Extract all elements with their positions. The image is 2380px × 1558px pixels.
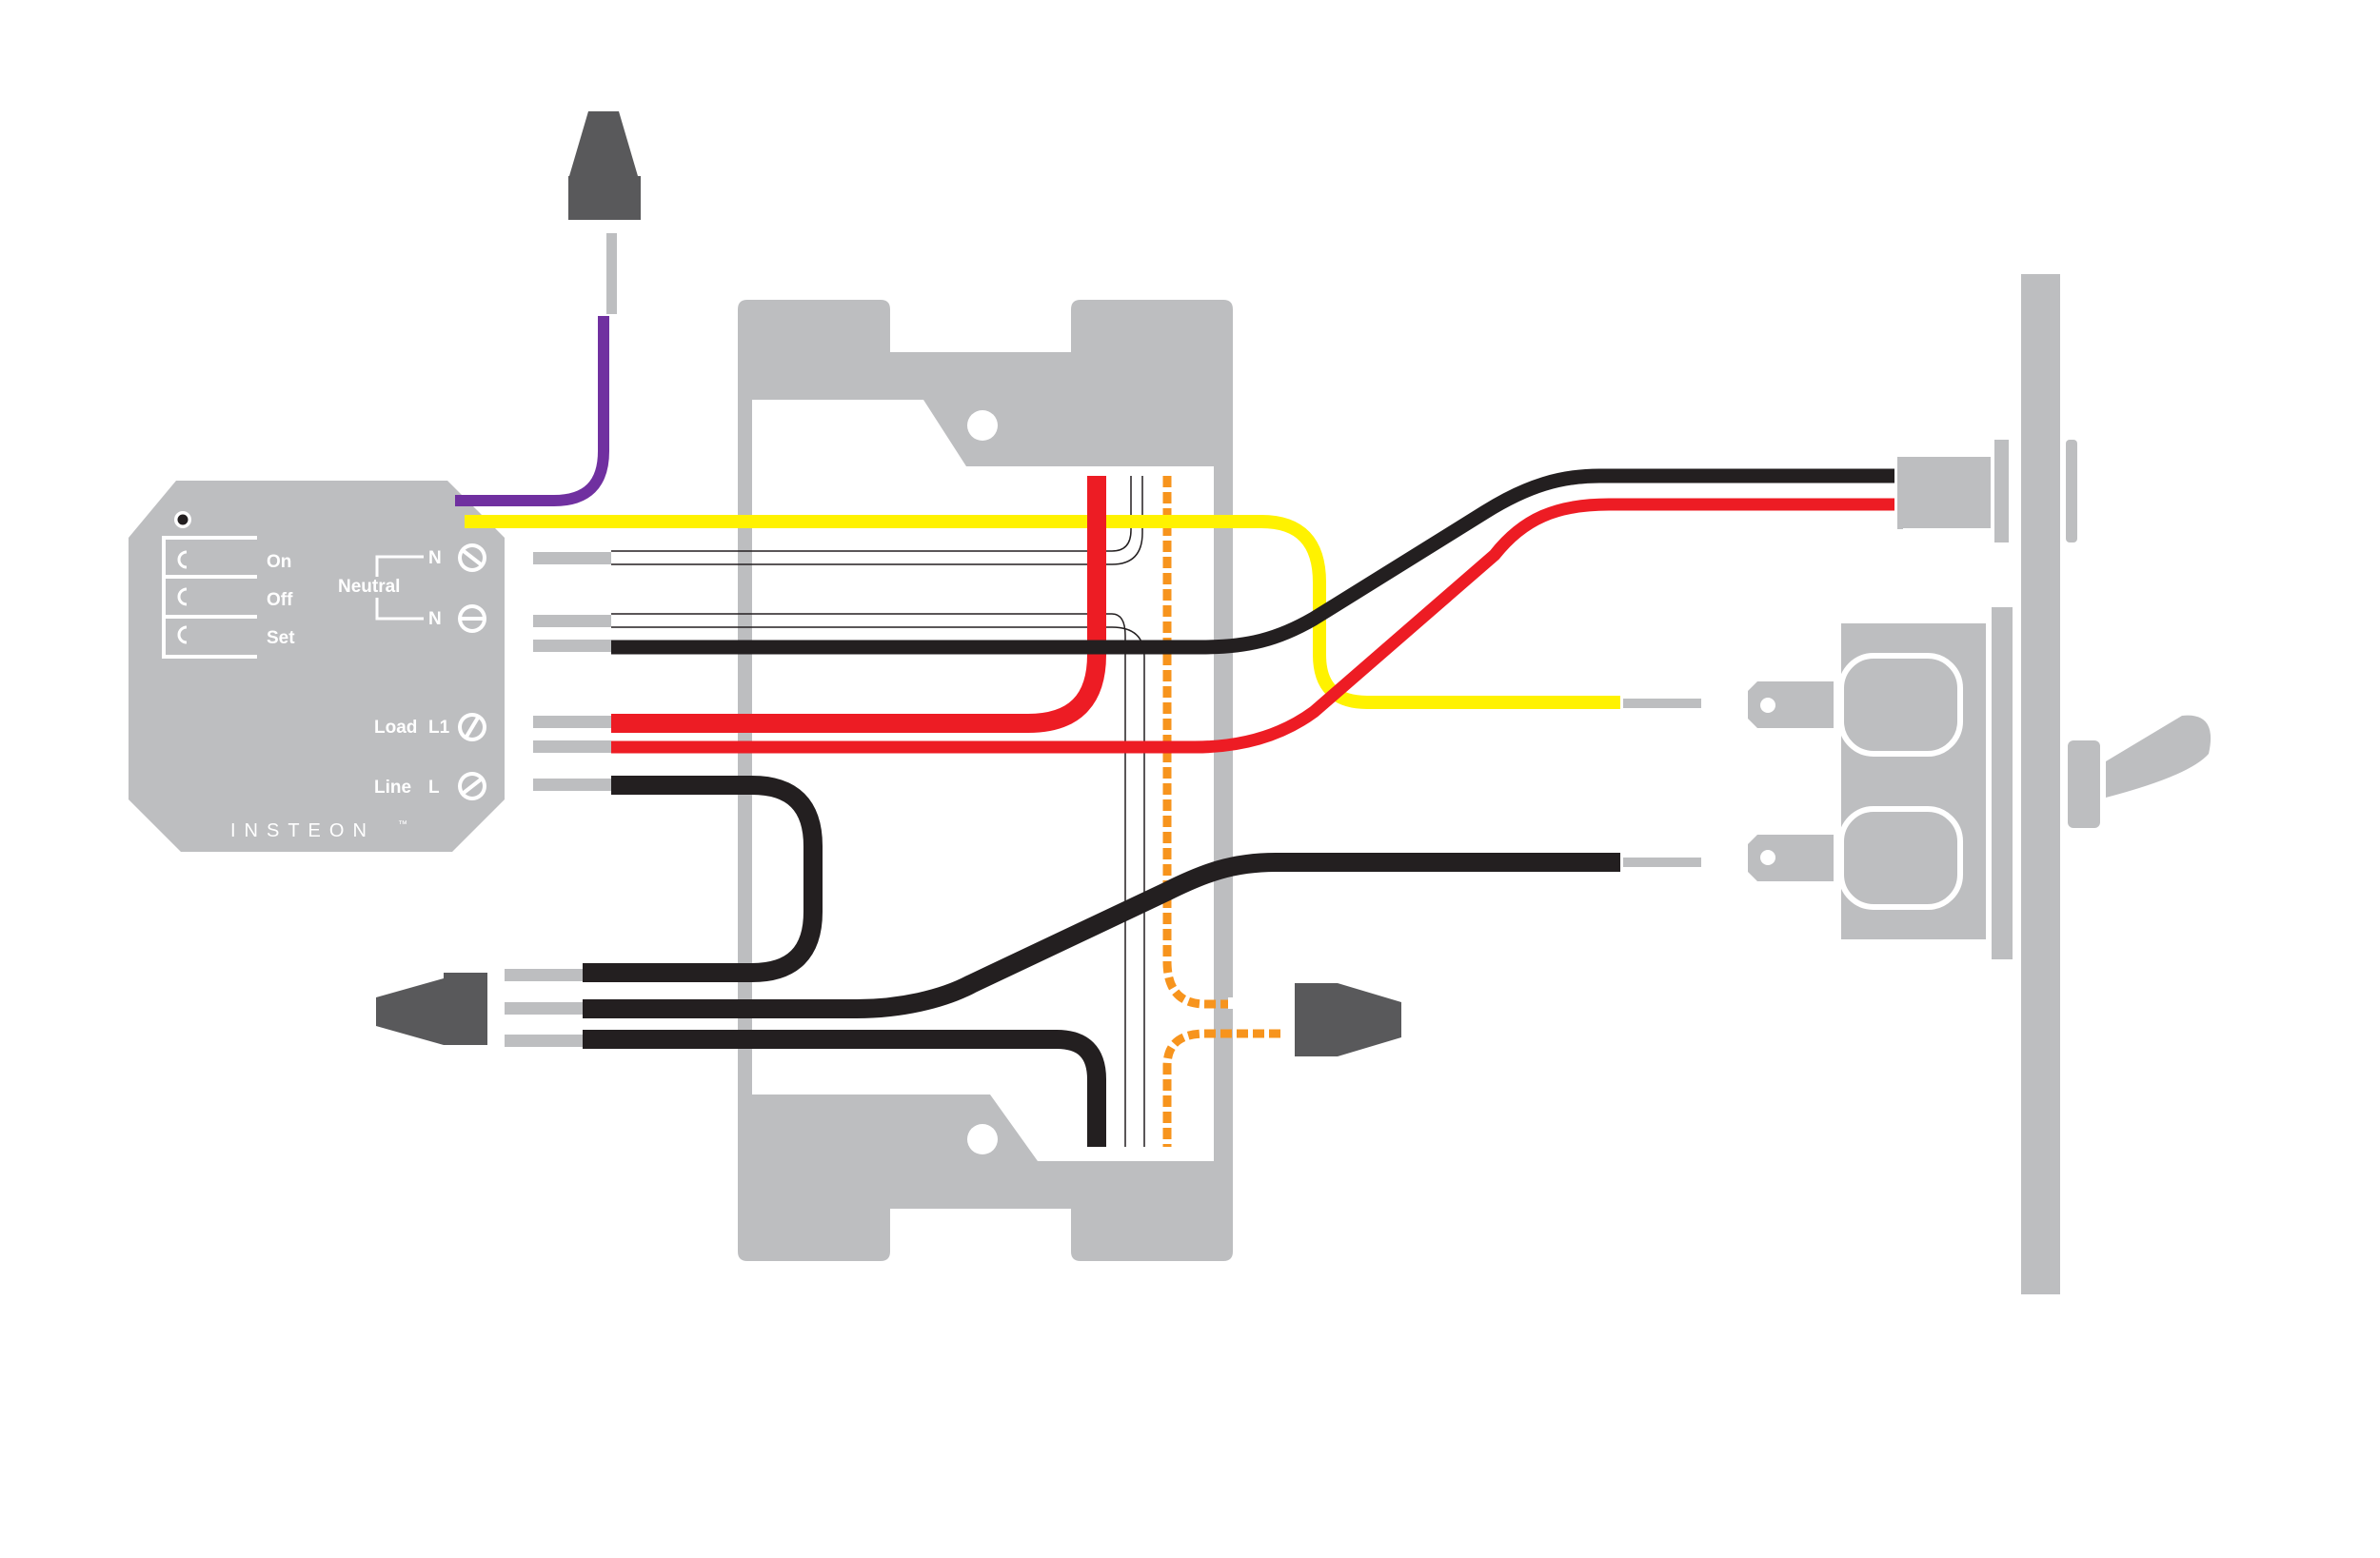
wire-nut-top bbox=[568, 111, 641, 220]
wire-stub bbox=[505, 1035, 583, 1047]
brand-logo: INSTEON bbox=[230, 820, 375, 841]
button-icon bbox=[177, 625, 188, 644]
ground-wire bbox=[1162, 476, 1280, 1147]
red-wire-load bbox=[611, 476, 1106, 733]
black-wire-line bbox=[583, 776, 823, 982]
wall-switch bbox=[1748, 274, 2211, 1294]
terminal-label-line: Line bbox=[374, 778, 411, 798]
box-screw-hole-bottom bbox=[967, 1124, 998, 1154]
terminal-label-n1: N bbox=[428, 548, 442, 568]
screw-icon bbox=[458, 713, 486, 741]
module-lead-stubs bbox=[533, 552, 611, 791]
button-label-set: Set bbox=[267, 628, 295, 648]
terminal-label-n2: N bbox=[428, 609, 442, 629]
module-button-set[interactable]: Set bbox=[162, 615, 295, 659]
wall-plate bbox=[2021, 274, 2060, 1294]
black-wire-neutral-switch bbox=[611, 468, 1894, 655]
purple-wire bbox=[455, 316, 609, 506]
button-label-on: On bbox=[267, 552, 291, 572]
module-button-on[interactable]: On bbox=[162, 536, 291, 585]
wire-nut-left bbox=[376, 973, 487, 1045]
terminal-code-l: L bbox=[428, 778, 440, 798]
switch-terminal-bottom bbox=[1748, 835, 1834, 881]
switch-body bbox=[1841, 623, 1986, 939]
terminal-label-load: Load bbox=[374, 718, 417, 738]
yellow-wire bbox=[465, 515, 1620, 709]
wire-nut-ground bbox=[1295, 983, 1401, 1056]
red-wire-switch bbox=[611, 498, 1894, 754]
module-button-off[interactable]: Off bbox=[162, 575, 293, 621]
wire-stub bbox=[606, 233, 617, 314]
electrical-box bbox=[738, 300, 1233, 1261]
box-screw-hole-top bbox=[967, 410, 998, 441]
button-icon bbox=[177, 587, 188, 606]
wire-stub bbox=[505, 969, 583, 981]
neutral-label: Neutral bbox=[338, 577, 400, 597]
terminal-code-l1: L1 bbox=[428, 718, 450, 738]
status-led bbox=[177, 514, 188, 525]
black-wire-switch-bottom bbox=[583, 853, 1620, 1018]
black-wire-box bbox=[583, 1030, 1106, 1147]
switch-terminal-top bbox=[1748, 681, 1834, 728]
trademark-mark: ™ bbox=[398, 819, 407, 830]
toggle-base bbox=[2068, 740, 2100, 828]
screw-icon bbox=[458, 543, 486, 572]
wire-nut-switch-top bbox=[1897, 457, 1903, 529]
screw-icon bbox=[458, 772, 486, 800]
neutral-wire-white bbox=[611, 476, 1145, 1147]
insteon-module: On Off Set Neutral N N Load L1 Line L bbox=[129, 481, 505, 852]
screw-icon bbox=[458, 604, 486, 633]
button-label-off: Off bbox=[267, 590, 293, 610]
button-icon bbox=[177, 550, 188, 569]
toggle-lever bbox=[2106, 715, 2211, 798]
wire-stub bbox=[1623, 858, 1701, 867]
module-body bbox=[129, 481, 505, 852]
wire-stub bbox=[505, 1002, 583, 1015]
wire-stub bbox=[1623, 699, 1701, 708]
